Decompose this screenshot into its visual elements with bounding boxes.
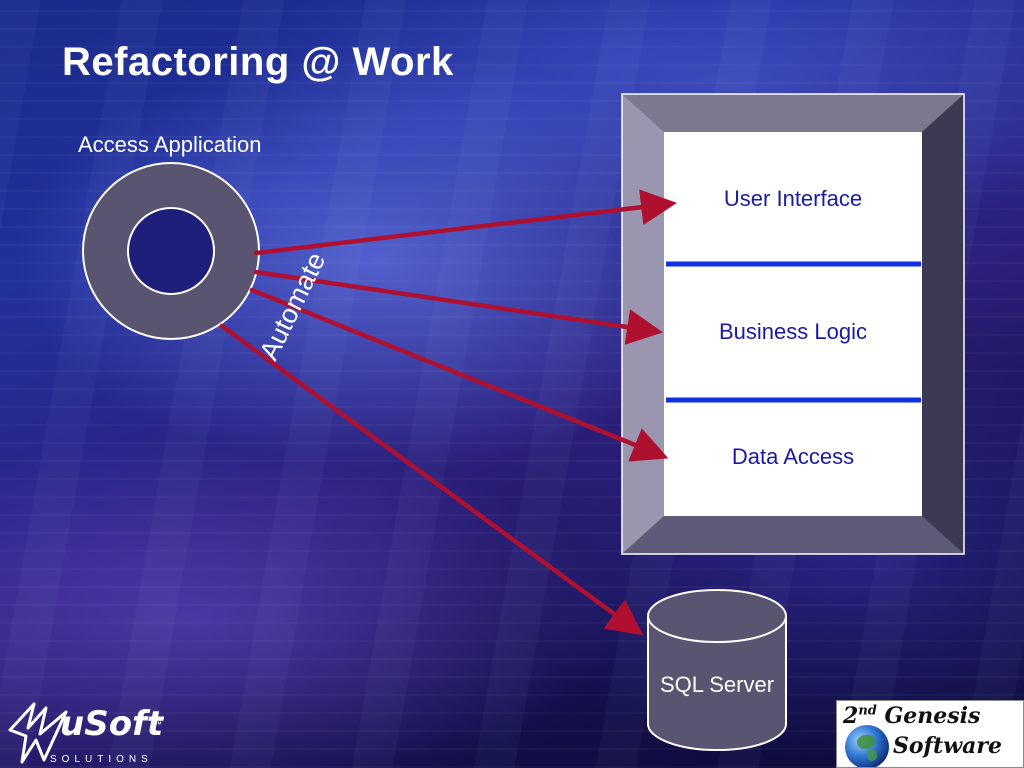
genesis-logo-line2: Software xyxy=(893,733,1002,759)
access-application-donut-hole xyxy=(127,207,215,295)
frame-left-bevel xyxy=(622,94,664,554)
usoft-logo: uSoft ™ SOLUTIONS xyxy=(6,700,166,766)
globe-icon xyxy=(845,725,889,767)
arrow-to-sql-server xyxy=(219,323,644,636)
genesis-software-logo: 2nd Genesis Software xyxy=(836,700,1024,768)
usoft-mark-icon xyxy=(8,702,68,764)
business-logic-label: Business Logic xyxy=(719,319,867,344)
frame-top-bevel xyxy=(622,94,964,132)
genesis-logo-prefix: 2 xyxy=(843,703,859,729)
tier-panel xyxy=(664,132,922,516)
genesis-logo-line1: 2nd Genesis xyxy=(843,703,980,729)
genesis-logo-ordinal: nd xyxy=(858,703,877,719)
usoft-subtitle: SOLUTIONS xyxy=(50,754,153,765)
frame-bottom-bevel xyxy=(622,516,964,554)
arrow-to-user-interface xyxy=(253,189,677,256)
genesis-logo-genesis: Genesis xyxy=(876,703,981,729)
arrow-to-data-access xyxy=(249,287,669,462)
usoft-wordmark: uSoft xyxy=(60,704,164,744)
sql-server-cylinder xyxy=(647,589,787,751)
access-application-label: Access Application xyxy=(78,132,262,157)
sql-server-label: SQL Server xyxy=(659,672,775,697)
frame-right-bevel xyxy=(922,94,964,554)
arrow-to-business-logic xyxy=(253,269,663,345)
user-interface-label: User Interface xyxy=(723,186,863,211)
slide-title: Refactoring @ Work xyxy=(62,40,454,84)
usoft-trademark: ™ xyxy=(154,720,162,729)
data-access-label: Data Access xyxy=(731,444,855,469)
